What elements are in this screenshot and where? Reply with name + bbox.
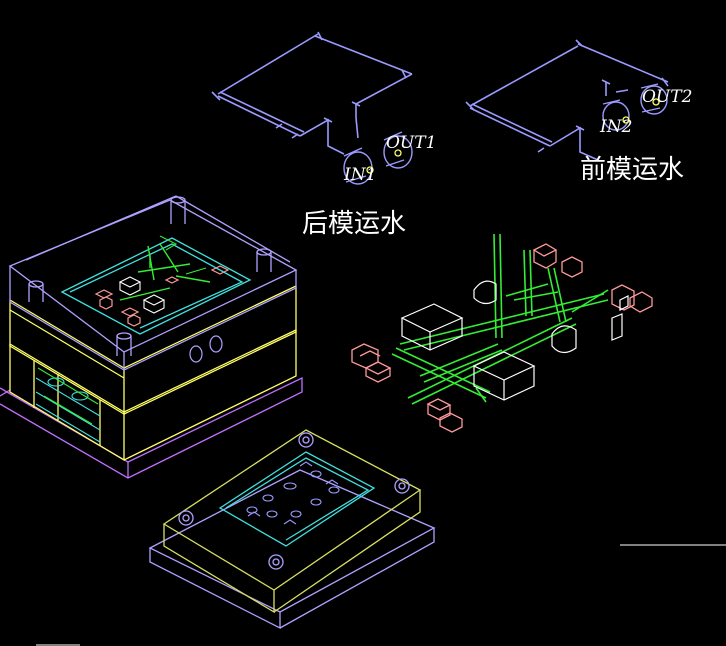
front-cooling-pipe-frame [465,39,669,161]
cooling-system-with-parts [351,233,653,433]
out2-label: OUT2 [642,87,692,107]
in1-port-icon [366,166,374,174]
out2-port-icon [652,98,660,106]
front-mold-cooling-label: 前模运水 [580,155,684,185]
out1-port-icon [394,149,402,157]
rear-mold-cooling-label: 后模运水 [302,209,406,239]
in2-label: IN2 [599,117,632,137]
in1-label: IN1 [343,165,376,185]
in2-port-icon [622,116,630,124]
rear-inlet-outlet-cylinders [343,131,413,185]
front-inlet-outlet-cylinders [602,83,668,131]
mold-base-assembly [0,195,303,479]
moving-half-plate [148,429,436,630]
out1-label: OUT1 [386,133,436,153]
rear-cooling-pipe-frame [211,31,413,155]
